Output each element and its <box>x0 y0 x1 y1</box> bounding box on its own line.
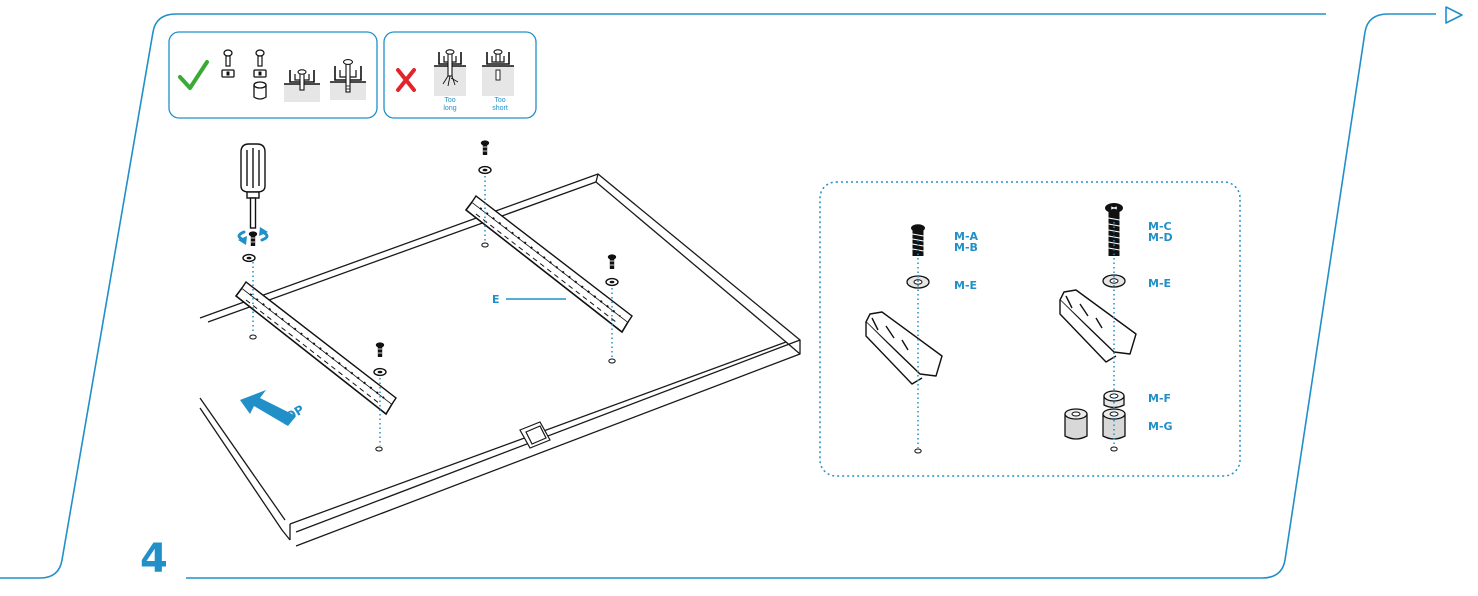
label-mg: M-G <box>1148 420 1173 433</box>
step-number: 4 <box>140 536 168 582</box>
too-long-screw-icon <box>434 49 466 96</box>
correct-mount-long-icon <box>330 59 366 100</box>
label-mf: M-F <box>1148 392 1171 405</box>
screw-washer-icon <box>221 49 235 78</box>
rotate-arrow-icon <box>237 227 269 245</box>
page-frame <box>0 13 1436 579</box>
too-short-label-1: Too <box>494 97 505 104</box>
screw-mc-md <box>1105 203 1123 256</box>
label-md: M-D <box>1148 231 1173 244</box>
screwdriver-icon <box>240 143 266 229</box>
label-me-right: M-E <box>1148 277 1171 290</box>
alignment-guides <box>252 176 613 446</box>
bracket-detail-left <box>865 311 943 385</box>
too-long-label-1: Too <box>444 97 455 104</box>
bracket-detail-right <box>1059 289 1137 363</box>
check-icon <box>178 60 209 90</box>
correct-mount-icon <box>284 69 320 102</box>
bracket-left <box>234 280 397 416</box>
label-mc: M-C <box>1148 220 1172 233</box>
too-long-label-2: long <box>443 105 456 112</box>
label-me-left: M-E <box>954 279 977 292</box>
cross-icon <box>396 68 416 92</box>
bracket-right <box>464 194 633 334</box>
screw-washer-spacer-icon <box>253 49 267 100</box>
wrong-usage-panel: Too long Too short <box>383 31 537 119</box>
top-label: TOP <box>276 402 307 428</box>
spacer-mg-loose <box>1064 408 1088 440</box>
too-short-label-2: short <box>492 105 508 112</box>
spacer-mf <box>1103 390 1125 409</box>
next-page-arrow-icon[interactable] <box>1445 6 1463 24</box>
correct-usage-panel <box>168 31 378 119</box>
hardware-detail-box: M-A M-B M-E <box>819 181 1241 477</box>
bracket-e-label: E <box>492 293 500 306</box>
top-arrow-icon <box>240 390 296 426</box>
too-short-screw-icon <box>482 49 514 96</box>
label-mb: M-B <box>954 241 978 254</box>
label-ma: M-A <box>954 230 979 243</box>
tv-port-cutout <box>519 421 551 449</box>
